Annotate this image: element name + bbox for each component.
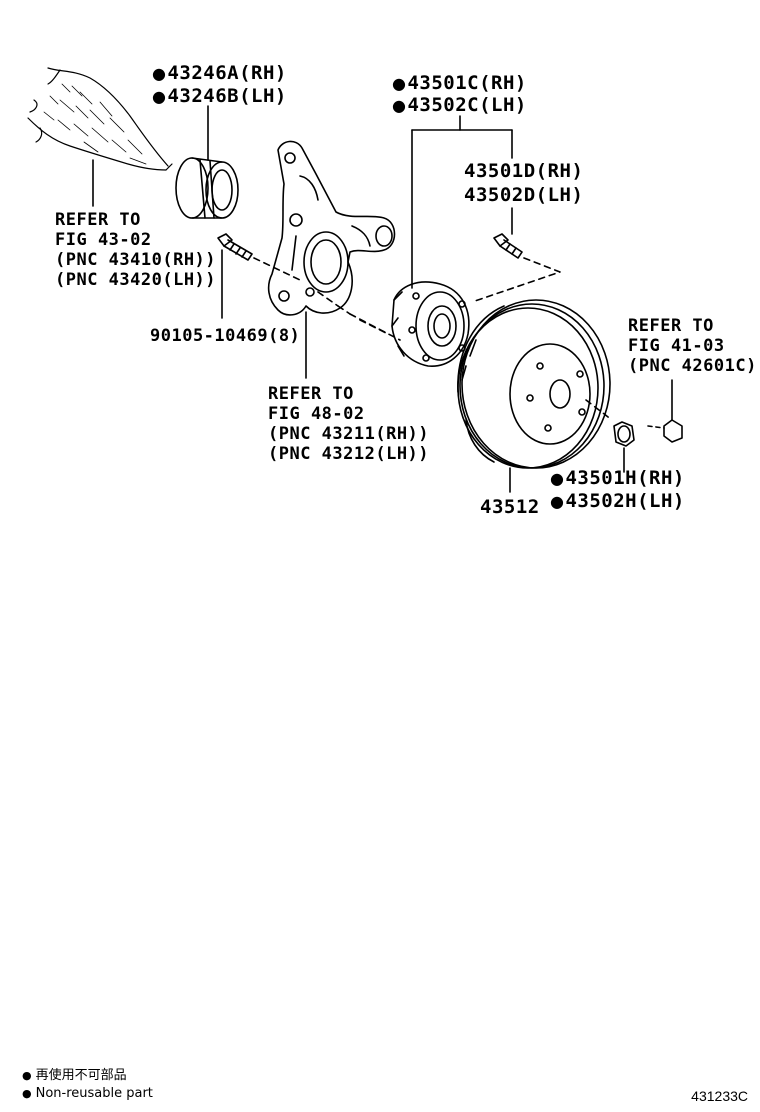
label-ref-48-line3: (PNC 43211(RH)) <box>268 424 430 444</box>
legend-bullet: ● <box>22 1069 32 1082</box>
label-hub-c-rh-text: 43501C(RH) <box>407 72 527 94</box>
label-hub-c-lh: ●43502C(LH) <box>392 94 527 117</box>
label-seal-lh: ●43246B(LH) <box>152 85 287 108</box>
label-bolt: 90105-10469(8) <box>150 326 301 346</box>
label-hub-d-lh: 43502D(LH) <box>464 184 584 206</box>
label-seal-lh-text: 43246B(LH) <box>167 85 287 107</box>
label-ref-48-line4: (PNC 43212(LH)) <box>268 444 430 464</box>
label-hub-h-lh: ●43502H(LH) <box>550 490 685 513</box>
label-ref-41-line3: (PNC 42601C) <box>628 356 757 376</box>
legend-bullet: ● <box>22 1087 32 1100</box>
label-ref-43-line3: (PNC 43410(RH)) <box>55 250 217 270</box>
bracket-hub-c <box>411 115 513 289</box>
label-hub-h-lh-text: 43502H(LH) <box>565 490 685 512</box>
label-hub-h-rh: ●43501H(RH) <box>550 467 685 490</box>
label-seal-rh-text: 43246A(RH) <box>167 62 287 84</box>
nonreusable-bullet: ● <box>550 469 565 488</box>
nonreusable-bullet: ● <box>152 64 167 83</box>
label-ref-48-line2: FIG 48-02 <box>268 404 365 424</box>
hub-nut-part <box>613 421 635 447</box>
label-ref-41-line2: FIG 41-03 <box>628 336 725 356</box>
label-ref-41-line1: REFER TO <box>628 316 714 336</box>
legend-line-2: ●Non-reusable part <box>22 1086 153 1102</box>
label-hub-c-lh-text: 43502C(LH) <box>407 94 527 116</box>
hub-bolt-axis <box>471 257 561 303</box>
legend-text-en: Non-reusable part <box>35 1086 153 1101</box>
cap-axis-line <box>647 425 665 429</box>
axle-hub-part <box>391 281 470 367</box>
drive-shaft-sketch <box>27 67 173 171</box>
legend-text-jp: 再使用不可部品 <box>35 1068 127 1083</box>
hub-bolt-part <box>493 233 523 259</box>
figure-number: 431233C <box>691 1088 748 1104</box>
nonreusable-bullet: ● <box>392 96 407 115</box>
hub-axis-line <box>337 305 389 335</box>
brake-disc-part <box>457 299 611 469</box>
label-ref-48-line1: REFER TO <box>268 384 354 404</box>
label-hub-c-rh: ●43501C(RH) <box>392 72 527 95</box>
label-hub-h-rh-text: 43501H(RH) <box>565 467 685 489</box>
label-ref-43-line4: (PNC 43420(LH)) <box>55 270 217 290</box>
label-seal-rh: ●43246A(RH) <box>152 62 287 85</box>
disc-axis-line <box>585 399 613 421</box>
steering-knuckle-part <box>267 140 396 316</box>
label-disc: 43512 <box>480 496 540 518</box>
hub-cap-part <box>663 419 683 443</box>
legend-line-1: ●再使用不可部品 <box>22 1068 127 1084</box>
label-ref-43-line2: FIG 43-02 <box>55 230 152 250</box>
nonreusable-bullet: ● <box>392 74 407 93</box>
knuckle-bolt-part <box>217 233 253 261</box>
nonreusable-bullet: ● <box>550 492 565 511</box>
nonreusable-bullet: ● <box>152 87 167 106</box>
dust-seal-part <box>175 157 239 219</box>
label-hub-d-rh: 43501D(RH) <box>464 160 584 182</box>
label-ref-43-line1: REFER TO <box>55 210 141 230</box>
